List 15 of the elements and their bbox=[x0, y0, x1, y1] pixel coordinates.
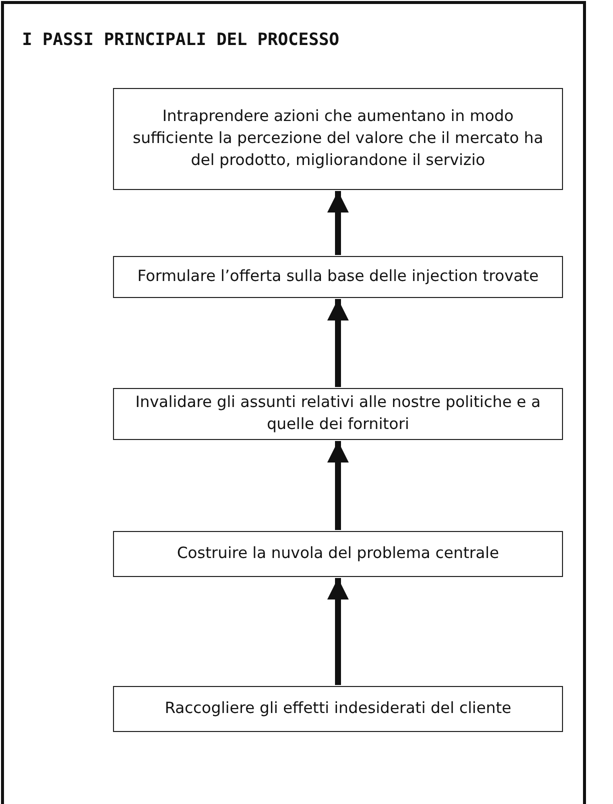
arrow bbox=[327, 441, 349, 530]
box-text: Intraprendere azioni che aumentano in modo sufficiente la percezione del valore che il mercato ha del prodotto, migliorandone il servizio bbox=[132, 106, 544, 171]
arrow bbox=[327, 191, 349, 255]
process-box bbox=[113, 531, 563, 577]
process-box bbox=[113, 388, 563, 440]
box-text: Invalidare gli assunti relativi alle nostre politiche e a quelle dei fornitori bbox=[134, 392, 542, 435]
arrow bbox=[327, 578, 349, 685]
process-box bbox=[113, 256, 563, 298]
arrow bbox=[327, 299, 349, 387]
process-box bbox=[113, 686, 563, 732]
diagram-title: I PASSI PRINCIPALI DEL PROCESSO bbox=[22, 30, 340, 50]
box-text: Formulare l’offerta sulla base delle injection trovate bbox=[137, 266, 539, 288]
process-box bbox=[113, 88, 563, 190]
box-text: Raccogliere gli effetti indesiderati del cliente bbox=[164, 698, 512, 720]
box-text: Costruire la nuvola del problema centrale bbox=[176, 543, 500, 564]
